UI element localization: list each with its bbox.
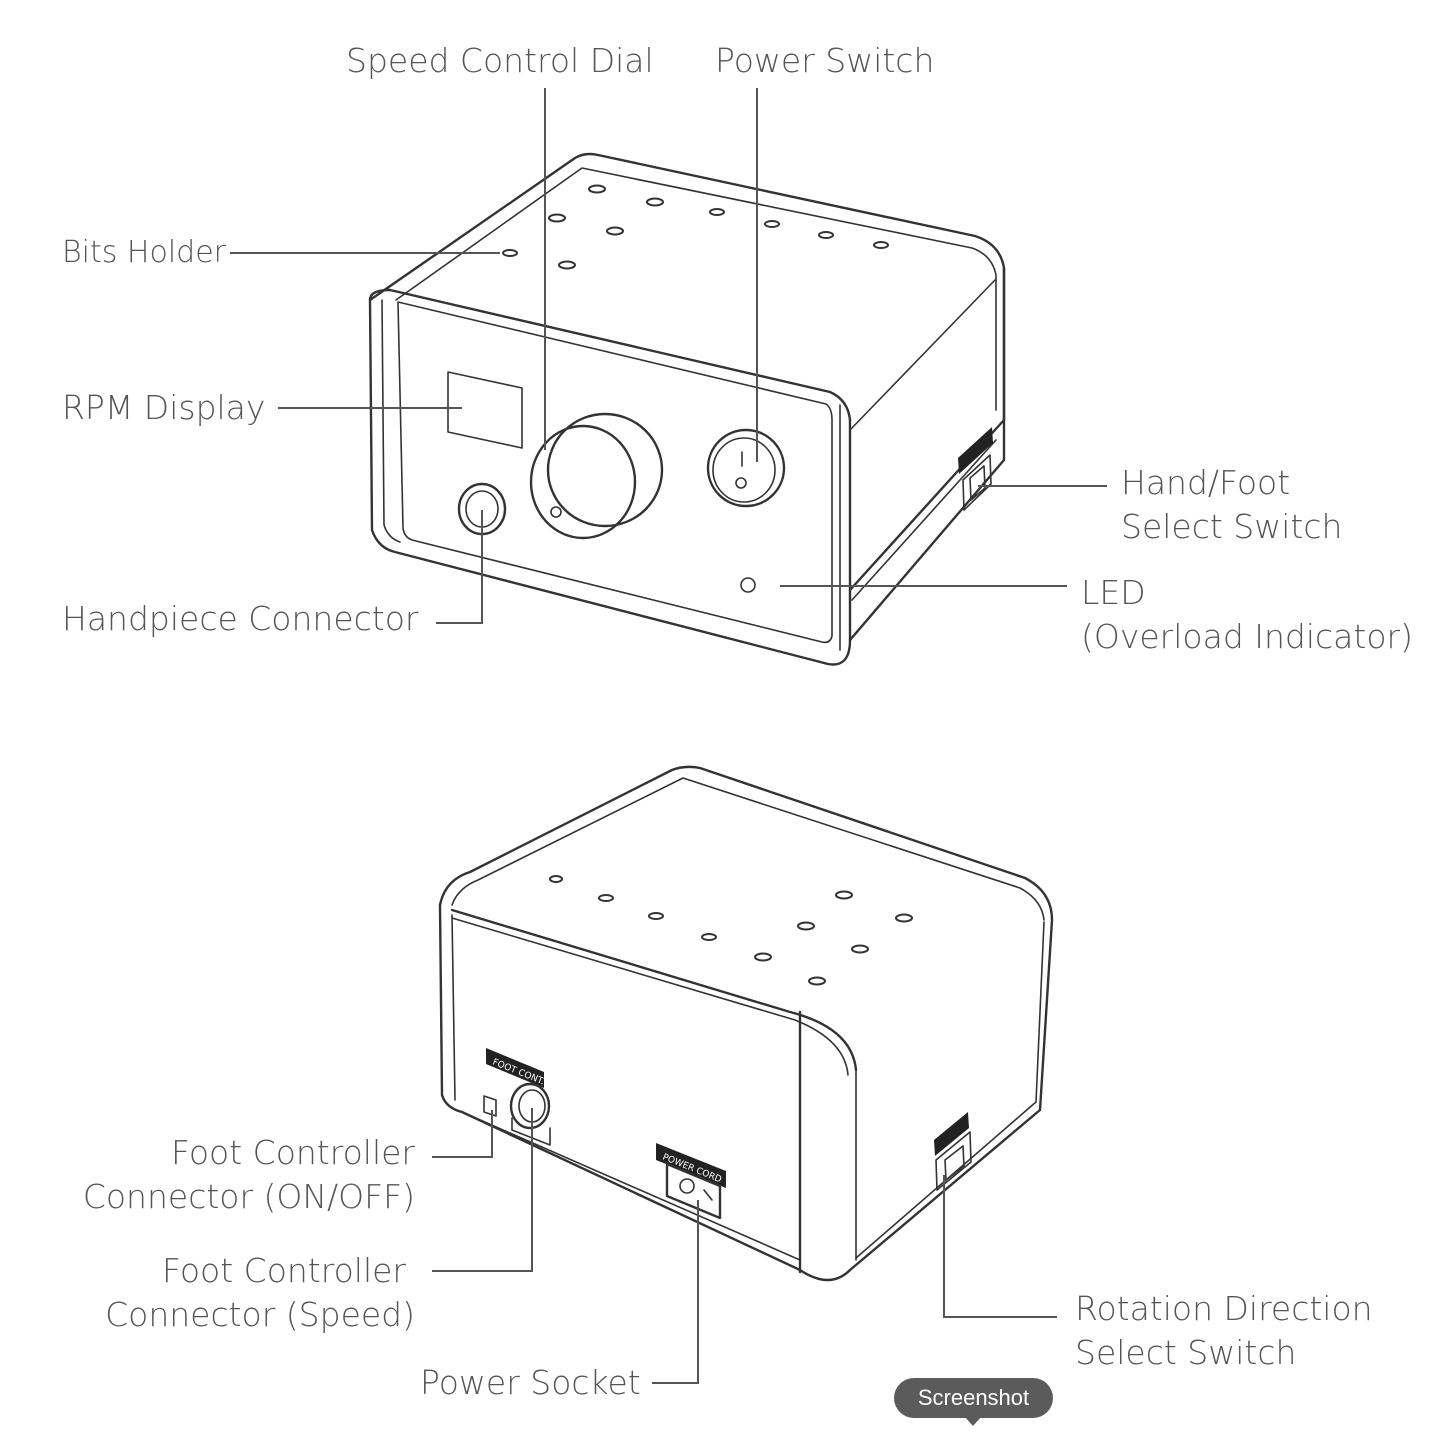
label-power-socket: Power Socket [420,1363,641,1402]
power-rocker-switch [706,428,786,508]
label-foot-onoff-line2: Connector (ON/OFF) [83,1177,415,1216]
screenshot-toast[interactable]: Screenshot [894,1378,1053,1418]
label-speed-control-dial: Speed Control Dial [346,41,654,80]
speed-dial-knob [529,412,664,540]
front-view-device [368,152,1006,666]
label-hand-foot-line2: Select Switch [1121,507,1342,546]
label-power-switch: Power Switch [715,41,934,80]
label-handpiece-connector: Handpiece Connector [62,599,419,638]
label-foot-speed-line1: Foot Controller [162,1251,406,1290]
label-led-line2: (Overload Indicator) [1081,617,1413,656]
label-rotation-line1: Rotation Direction [1075,1289,1373,1328]
callout-labels: Speed Control Dial Power Switch Bits Hol… [62,41,1413,1402]
label-led-line1: LED [1081,573,1146,612]
rpm-display-screen [447,371,523,449]
rotation-switch-part [934,1112,972,1191]
label-foot-speed-line2: Connector (Speed) [105,1295,415,1334]
leader-lines [230,88,1107,1384]
label-hand-foot-line1: Hand/Foot [1121,463,1290,502]
label-rpm-display: RPM Display [62,388,265,427]
toast-pointer [964,1416,982,1426]
label-bits-holder: Bits Holder [62,235,227,270]
hand-foot-switch-part [958,427,993,511]
foot-cont-tag: FOOT CONT. [486,1048,546,1088]
label-foot-onoff-line1: Foot Controller [171,1133,415,1172]
label-rotation-line2: Select Switch [1075,1333,1296,1372]
